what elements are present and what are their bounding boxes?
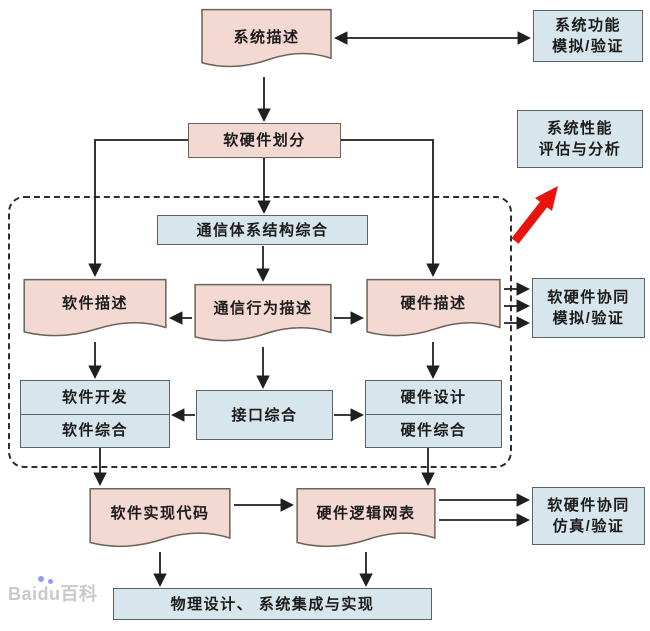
node-label-line1: 软硬件协同 — [547, 289, 630, 306]
node-label: 接口综合 — [231, 406, 298, 424]
watermark-text: Baidu百科 — [8, 584, 98, 604]
node-label: 系统描述 — [233, 29, 300, 46]
node-hw-sw-cosim-verify: 软硬件协同 模拟/验证 — [532, 278, 645, 338]
red-arrow-shaft — [511, 201, 548, 244]
node-comm-behavior-description: 通信行为描述 — [193, 283, 333, 349]
baidu-watermark: Baidu百科 — [8, 576, 98, 606]
node-label: 硬件逻辑网表 — [316, 505, 416, 522]
node-hw-sw-partition: 软硬件划分 — [188, 123, 341, 158]
node-label: 软件描述 — [61, 295, 128, 312]
node-label-line2: 仿真/验证 — [552, 518, 625, 535]
node-label: 硬件描述 — [400, 295, 467, 312]
document-shape — [295, 487, 437, 555]
node-system-description: 系统描述 — [200, 8, 333, 75]
node-hw-logic-netlist: 硬件逻辑网表 — [295, 487, 437, 555]
node-label-line1: 系统功能 — [554, 17, 621, 34]
codesign-dashed-region — [8, 196, 512, 468]
node-sw-description: 软件描述 — [22, 278, 168, 344]
node-physical-design: 物理设计、 系统集成与实现 — [113, 588, 432, 620]
document-shape — [365, 278, 502, 344]
node-label-line1: 系统性能 — [546, 120, 613, 137]
node-interface-synthesis: 接口综合 — [196, 390, 333, 440]
node-row-hw-design: 硬件设计 — [400, 388, 467, 406]
node-label-line1: 软硬件协同 — [547, 497, 630, 514]
node-row-sw-synthesis: 软件综合 — [21, 413, 169, 448]
node-system-function-sim: 系统功能 模拟/验证 — [533, 10, 643, 62]
node-label: 物理设计、 系统集成与实现 — [170, 595, 375, 613]
red-arrow-head — [535, 186, 558, 211]
node-system-perf-eval: 系统性能 评估与分析 — [517, 110, 643, 168]
node-sw-dev-synthesis: 软件开发 软件综合 — [20, 380, 170, 448]
node-label: 软件实现代码 — [110, 505, 210, 522]
node-hw-description: 硬件描述 — [365, 278, 502, 344]
node-label-line2: 评估与分析 — [538, 141, 622, 158]
red-emphasis-arrow — [511, 186, 558, 244]
node-label: 通信体系结构综合 — [196, 221, 329, 239]
watermark-dot — [48, 579, 53, 584]
node-label-line2: 模拟/验证 — [552, 38, 624, 55]
document-shape — [88, 487, 232, 555]
node-row-hw-synthesis: 硬件综合 — [366, 413, 501, 448]
node-label-line2: 模拟/验证 — [552, 310, 625, 327]
node-hw-sw-cosim-simulate: 软硬件协同 仿真/验证 — [532, 487, 645, 545]
node-row-sw-dev: 软件开发 — [61, 388, 128, 406]
document-shape — [193, 283, 333, 349]
document-shape — [22, 278, 168, 344]
node-hw-design-synthesis: 硬件设计 硬件综合 — [365, 380, 502, 448]
node-comm-arch-synthesis: 通信体系结构综合 — [157, 215, 368, 245]
node-label: 通信行为描述 — [213, 300, 313, 317]
node-label: 软硬件划分 — [223, 132, 306, 149]
document-shape — [200, 8, 333, 75]
node-sw-impl-code: 软件实现代码 — [88, 487, 232, 555]
watermark-dot — [38, 576, 44, 582]
